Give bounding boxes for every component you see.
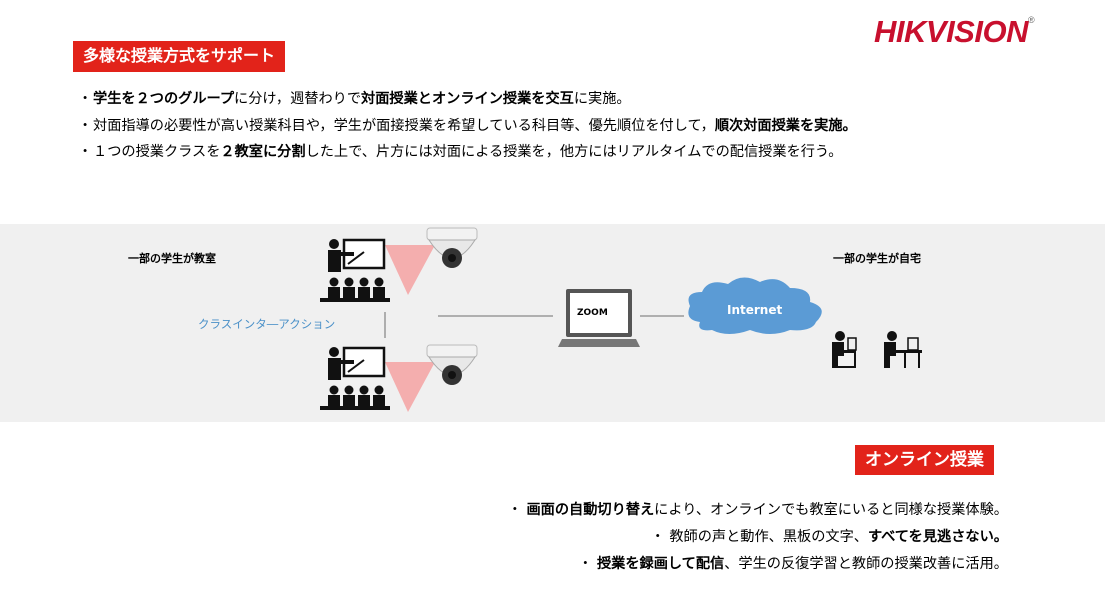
- zoom-label: ZOOM: [577, 308, 608, 318]
- logo-text: HIKVISION: [874, 14, 1028, 49]
- bullet-marker: ・: [507, 502, 527, 518]
- home-student-icon: [884, 331, 922, 368]
- list-item: ・ 画面の自動切り替えにより、オンラインでも教室にいると同様な授業体験。: [508, 497, 1008, 524]
- bullet-marker: ・: [78, 117, 93, 134]
- bullet-text: １つの授業クラスを２教室に分割した上で、片方には対面による授業を，他方にはリアル…: [93, 139, 868, 166]
- internet-cloud-icon: [688, 277, 822, 334]
- bullet-text: 学生を２つのグループに分け，週替わりで対面授業とオンライン授業を交互に実施。: [93, 86, 868, 113]
- hikvision-logo: HIKVISION®: [874, 14, 1035, 49]
- text-segment: した上で、片方には対面による授業を，他方にはリアルタイムでの配信授業を行う。: [305, 144, 843, 160]
- interaction-label: クラスインタ―アクション: [198, 317, 336, 331]
- text-segment: ２教室に分割: [220, 144, 306, 160]
- classroom-icon: [320, 238, 390, 302]
- diagram-band: [0, 224, 1105, 422]
- text-segment: 対面指導の必要性が高い授業科目や，学生が面接授業を希望している科目等、優先順位を…: [93, 117, 715, 134]
- bullet-marker: ・: [78, 91, 93, 107]
- list-item: ・ 授業を録画して配信、学生の反復学習と教師の授業改善に活用。: [508, 551, 1008, 578]
- text-segment: に分け，週替わりで: [234, 91, 362, 107]
- text-segment: 授業を録画して配信: [596, 556, 725, 572]
- text-segment: に実施。: [573, 91, 631, 107]
- home-label: 一部の学生が自宅: [833, 252, 921, 265]
- laptop-icon: [558, 289, 640, 347]
- internet-label: Internet: [727, 303, 783, 317]
- bullet-text: 対面指導の必要性が高い授業科目や，学生が面接授業を希望している科目等、優先順位を…: [93, 113, 868, 140]
- online-class-tag: オンライン授業: [855, 445, 994, 475]
- list-item: ・学生を２つのグループに分け，週替わりで対面授業とオンライン授業を交互に実施。: [78, 86, 868, 113]
- text-segment: 、学生の反復学習と教師の授業改善に活用。: [724, 556, 1008, 572]
- camera-view-cone-top: [385, 245, 435, 295]
- text-segment: 対面授業とオンライン授業を交互: [361, 91, 574, 107]
- dome-camera-icon: [426, 227, 478, 268]
- text-segment: 画面の自動切り替え: [526, 502, 655, 518]
- bullet-marker: ・: [578, 556, 597, 572]
- text-segment: １つの授業クラスを: [93, 144, 221, 160]
- text-segment: 順次対面授業を実施。: [714, 117, 857, 134]
- list-item: ・対面指導の必要性が高い授業科目や，学生が面接授業を希望している科目等、優先順位…: [78, 113, 868, 140]
- method-bullet-list: ・学生を２つのグループに分け，週替わりで対面授業とオンライン授業を交互に実施。・…: [78, 86, 868, 166]
- registered-mark: ®: [1027, 15, 1035, 25]
- list-item: ・ 教師の声と動作、黒板の文字、すべてを見逃さない。: [508, 524, 1008, 551]
- dome-camera-icon: [426, 344, 478, 385]
- classroom-label: 一部の学生が教室: [128, 252, 216, 265]
- classroom-icon: [320, 346, 390, 410]
- camera-view-cone-bottom: [385, 362, 435, 412]
- text-segment: 教師の声と動作、黒板の文字、: [669, 529, 868, 545]
- text-segment: により、オンラインでも教室にいると同様な授業体験。: [654, 502, 1008, 518]
- bullet-marker: ・: [78, 144, 93, 160]
- section-title-tag: 多様な授業方式をサポート: [73, 41, 286, 72]
- list-item: ・１つの授業クラスを２教室に分割した上で、片方には対面による授業を，他方にはリア…: [78, 139, 868, 166]
- online-benefit-list: ・ 画面の自動切り替えにより、オンラインでも教室にいると同様な授業体験。・ 教師…: [508, 497, 1008, 578]
- text-segment: すべてを見逃さない。: [867, 529, 1008, 545]
- home-student-icon: [832, 331, 857, 368]
- text-segment: 学生を２つのグループ: [93, 91, 235, 107]
- bullet-marker: ・: [650, 529, 670, 545]
